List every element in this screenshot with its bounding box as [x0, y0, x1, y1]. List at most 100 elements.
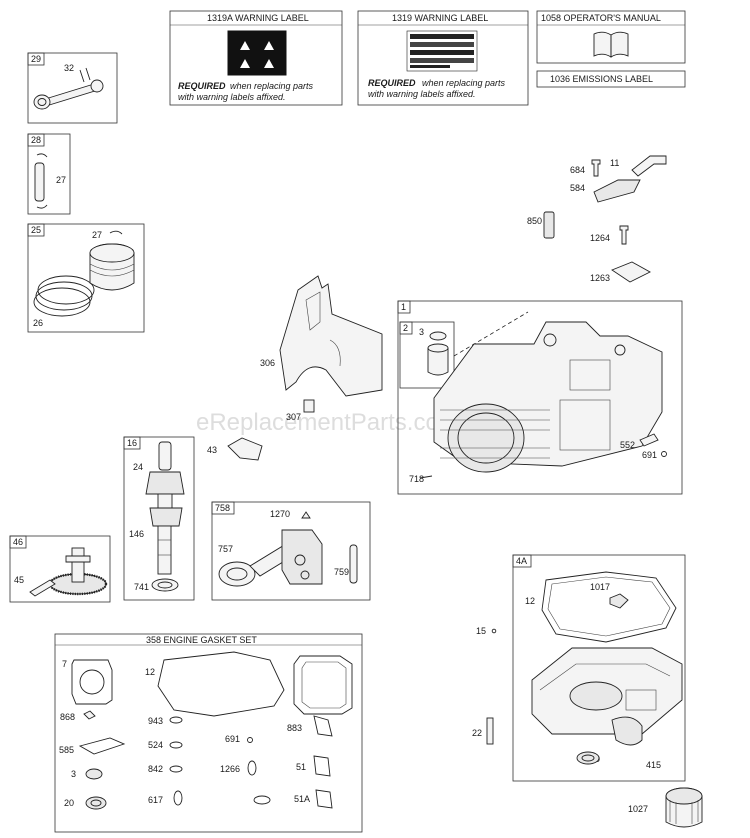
group-1-number: 1 — [401, 302, 406, 312]
part-552-label: 552 — [620, 440, 635, 450]
part-850[interactable]: 850 — [527, 211, 555, 239]
group-758-number: 758 — [215, 503, 230, 513]
warning-label-1319-box[interactable]: 1319 WARNING LABEL REQUIRED when replaci… — [357, 10, 529, 106]
part-584-label: 584 — [570, 183, 585, 193]
warning-decal-icon — [227, 30, 287, 76]
part-3-label-a: 3 — [419, 327, 424, 337]
breather-cover-icon — [593, 179, 641, 203]
group-25-piston-rings[interactable]: 25 27 26 — [27, 223, 145, 333]
group-28-piston-pin[interactable]: 28 27 — [27, 133, 71, 215]
seal-868-icon — [83, 710, 96, 720]
warning-1319a-text1: when replacing parts — [230, 81, 314, 91]
part-1270-label: 1270 — [270, 509, 290, 519]
part-11-label: 11 — [610, 158, 619, 168]
part-306-shroud[interactable]: 306 — [260, 275, 383, 397]
manual-book-icon — [593, 31, 629, 58]
part-45-label: 45 — [14, 575, 24, 585]
part-15[interactable]: 15 — [476, 626, 497, 636]
part-584[interactable]: 584 — [570, 179, 641, 203]
part-26-label: 26 — [33, 318, 43, 328]
warning-label-1319a-box[interactable]: 1319A WARNING LABEL REQUIRED when replac… — [169, 10, 343, 106]
part-757-label: 757 — [218, 544, 233, 554]
part-1263[interactable]: 1263 — [590, 261, 651, 283]
group-1-cylinder[interactable]: 1 718 2 3 — [397, 300, 683, 495]
group-29-connecting-rod[interactable]: 29 32 — [27, 52, 118, 124]
warning-1319a-required: REQUIRED — [178, 81, 226, 91]
part-307[interactable]: 307 — [286, 399, 315, 422]
gasket-51a-icon — [315, 789, 333, 809]
part-43-label: 43 — [207, 445, 217, 455]
part-24-label: 24 — [133, 462, 143, 472]
group-2-number: 2 — [403, 323, 408, 333]
bolt-22-icon — [486, 717, 494, 745]
dowel-552-icon — [639, 433, 659, 447]
pin-691b-icon — [247, 737, 253, 743]
group-758-balancer[interactable]: 758 1270 757 759 — [211, 501, 371, 601]
part-1027[interactable]: 1027 — [628, 787, 703, 828]
part-1027-label: 1027 — [628, 804, 648, 814]
operators-manual-title: 1058 OPERATOR'S MANUAL — [541, 13, 661, 23]
group-358-gasket-set[interactable]: 358 ENGINE GASKET SET 7 12 868 943 883 5… — [54, 633, 363, 833]
part-868-label: 868 — [60, 712, 75, 722]
part-684[interactable]: 684 — [570, 159, 601, 177]
group-28-number: 28 — [31, 135, 41, 145]
watermark: eReplacementParts.com — [196, 409, 459, 436]
part-11[interactable]: 11 — [610, 155, 667, 177]
part-7-label: 7 — [62, 659, 67, 669]
part-1264[interactable]: 1264 — [590, 225, 629, 245]
part-1266-label: 1266 — [220, 764, 240, 774]
bolt-1264-icon — [619, 225, 629, 245]
gasket-617-icon — [173, 790, 183, 806]
warning-1319-required: REQUIRED — [368, 78, 416, 88]
part-51a-label: 51A — [294, 794, 310, 804]
part-691[interactable]: 691 — [642, 450, 667, 460]
gasket-585-icon — [78, 737, 126, 755]
part-43[interactable]: 43 — [207, 437, 263, 461]
gasket-51-icon — [313, 755, 331, 777]
emissions-label-box[interactable]: 1036 EMISSIONS LABEL — [536, 70, 686, 88]
part-585-label: 585 — [59, 745, 74, 755]
part-684-label: 684 — [570, 165, 585, 175]
part-51-label: 51 — [296, 762, 306, 772]
warning-1319-text2: with warning labels affixed. — [368, 89, 476, 99]
part-32-label: 32 — [64, 63, 74, 73]
piston-pin-icon — [34, 153, 48, 209]
seal-3-icon — [85, 768, 103, 780]
part-12-label-b: 12 — [145, 667, 155, 677]
gasket-set-title: 358 ENGINE GASKET SET — [146, 635, 257, 645]
head-gasket-icon — [71, 659, 113, 705]
gasket-1266-icon — [247, 760, 257, 776]
sump-base-icon — [531, 647, 683, 765]
oil-filter-icon — [665, 787, 703, 828]
part-1264-label: 1264 — [590, 233, 610, 243]
warning-label-1319-title: 1319 WARNING LABEL — [392, 13, 488, 23]
part-691-label-b: 691 — [225, 734, 240, 744]
part-741-label: 741 — [134, 582, 149, 592]
gasket-524-icon — [169, 741, 183, 749]
filter-850-icon — [543, 211, 555, 239]
emissions-label-title: 1036 EMISSIONS LABEL — [550, 74, 653, 84]
group-46-governor[interactable]: 46 45 — [9, 535, 111, 603]
warning-label-1319a-title: 1319A WARNING LABEL — [207, 13, 309, 23]
pin-15-icon — [491, 628, 497, 634]
operators-manual-box[interactable]: 1058 OPERATOR'S MANUAL — [536, 10, 686, 64]
warning-1319a-text2: with warning labels affixed. — [178, 92, 286, 102]
group-2-sleeve[interactable]: 2 3 — [399, 321, 455, 389]
part-415-label: 415 — [646, 760, 661, 770]
warning-1319-text1: when replacing parts — [422, 78, 506, 88]
cylinder-block-icon — [419, 321, 663, 479]
connecting-rod-icon — [33, 67, 104, 110]
group-4a-sump[interactable]: 4A 12 1017 20 415 — [512, 554, 686, 782]
valve-cover-gasket-icon — [293, 655, 353, 715]
part-552[interactable]: 552 — [620, 433, 659, 450]
part-22[interactable]: 22 — [472, 717, 494, 745]
part-718-label: 718 — [409, 474, 424, 484]
group-16-crankshaft[interactable]: 16 24 146 741 — [123, 436, 195, 601]
part-524-label: 524 — [148, 740, 163, 750]
governor-gear-icon — [29, 547, 108, 597]
bracket-43-icon — [227, 437, 263, 461]
cylinder-shroud-icon — [279, 275, 383, 397]
crankshaft-icon — [145, 441, 185, 592]
part-15-label: 15 — [476, 626, 486, 636]
